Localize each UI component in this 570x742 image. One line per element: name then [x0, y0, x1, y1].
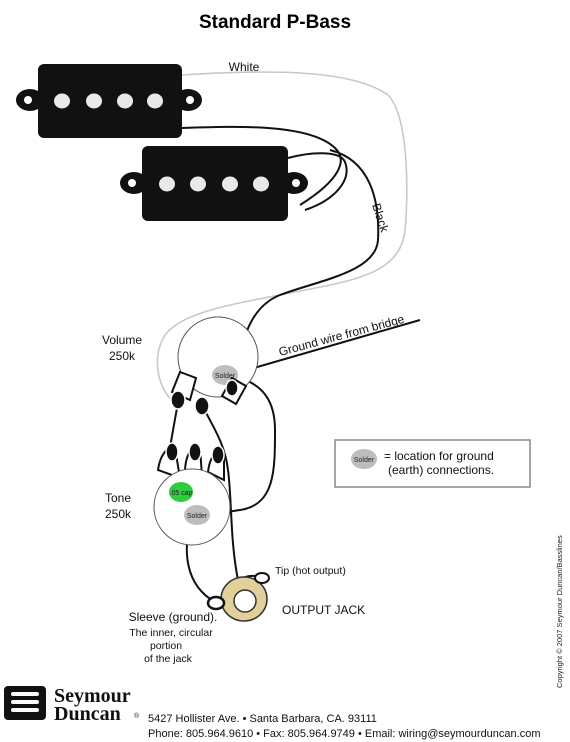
pole-piece [86, 93, 102, 109]
volume-pot: Solder [170, 316, 259, 416]
tone-label: Tone [105, 491, 131, 505]
diagram-title: Standard P-Bass [199, 12, 351, 33]
tone-pot: .05 cap Solder [153, 442, 231, 546]
pole-piece [147, 93, 163, 109]
jack-tip-label: Tip (hot output) [275, 565, 346, 577]
jack-tip-lug [254, 572, 270, 584]
volume-terminal [194, 396, 210, 416]
pickup-lower-body [142, 146, 288, 221]
pole-piece [117, 93, 133, 109]
sleeve-line-4: of the jack [144, 653, 193, 665]
brand-registered: ® [134, 712, 140, 720]
footer-contact: Phone: 805.964.9610 • Fax: 805.964.9749 … [148, 728, 541, 740]
volume-pot-body [177, 316, 259, 398]
legend-line-1: = location for ground [384, 449, 494, 463]
brand-line-2: Duncan [54, 703, 121, 725]
tone-capacitor [169, 482, 193, 502]
pickup-upper [16, 64, 202, 138]
legend-line-2: (earth) connections. [388, 463, 494, 477]
output-jack-label: OUTPUT JACK [282, 603, 365, 617]
pole-piece [54, 93, 70, 109]
tone-terminal [188, 442, 202, 462]
legend-solder-mark [351, 449, 377, 469]
tone-terminal [165, 442, 179, 462]
tone-terminal [211, 445, 225, 465]
pickup-lower [120, 146, 308, 221]
svg-text:Solder: Solder [215, 373, 236, 380]
seymour-duncan-logo [4, 686, 46, 720]
pole-piece [253, 176, 269, 192]
black-wire-series [287, 152, 348, 211]
white-wire [156, 71, 408, 401]
pole-piece [222, 176, 238, 192]
legend-box: Solder = location for ground (earth) con… [334, 439, 531, 488]
black-wire-label: Black [369, 202, 392, 235]
volume-value: 250k [109, 349, 136, 363]
pole-piece [159, 176, 175, 192]
sleeve-line-2: The inner, circular [129, 627, 213, 639]
brand-line-1: Seymour [54, 685, 131, 707]
white-wire-label: White [229, 60, 260, 74]
volume-terminal [225, 379, 239, 397]
pole-piece [190, 176, 206, 192]
ground-wire-label: Ground wire from bridge [277, 312, 406, 359]
ground-wire [239, 319, 421, 373]
pickup-upper-body [38, 64, 182, 138]
cap-label: .05 cap [170, 490, 193, 497]
tone-value: 250k [105, 507, 132, 521]
black-wire-to-volume [239, 149, 380, 356]
copyright-text: Copyright © 2007 Seymour Duncan/Bassline… [555, 535, 564, 688]
wire-volume-tone-2 [202, 406, 239, 581]
volume-terminal [170, 390, 186, 410]
black-wire-pickup1 [181, 125, 342, 206]
jack-sleeve-lug [206, 595, 226, 611]
svg-text:Solder: Solder [187, 513, 208, 520]
sleeve-line-1: Sleeve (ground). [129, 610, 218, 624]
svg-text:Solder: Solder [354, 457, 375, 464]
footer-address: 5427 Hollister Ave. • Santa Barbara, CA.… [148, 713, 377, 725]
solder-point [184, 505, 210, 525]
sleeve-line-3: portion [150, 640, 182, 652]
jack-hole [233, 589, 257, 613]
volume-label: Volume [102, 333, 142, 347]
output-jack [206, 572, 270, 622]
